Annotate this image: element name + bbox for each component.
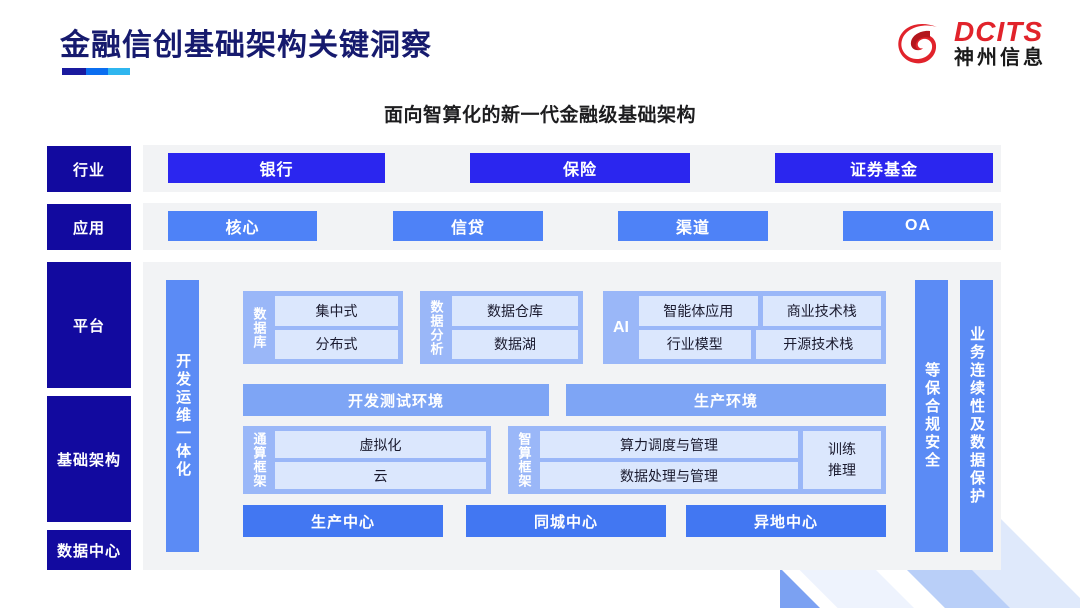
business-continuity-vertical-bar[interactable]: 业务连续性及数据保护 <box>960 280 993 552</box>
dcits-logo: DCITS 神州信息 <box>896 18 1046 68</box>
cell-industry-model[interactable]: 行业模型 <box>639 329 751 359</box>
application-chip-core[interactable]: 核心 <box>168 211 317 241</box>
cell-data-processing[interactable]: 数据处理与管理 <box>540 462 798 489</box>
application-chip-credit[interactable]: 信贷 <box>393 211 543 241</box>
group-general-compute-framework[interactable]: 通算框架 虚拟化 云 <box>243 426 491 494</box>
cell-centralized[interactable]: 集中式 <box>275 296 398 326</box>
cell-virtualization[interactable]: 虚拟化 <box>275 431 486 458</box>
devops-vertical-bar[interactable]: 开发运维一体化 <box>166 280 199 552</box>
inference-label: 推理 <box>828 462 856 478</box>
layer-label-datacenter: 数据中心 <box>47 530 131 570</box>
center-chip-remote[interactable]: 异地中心 <box>686 505 886 537</box>
center-chip-production[interactable]: 生产中心 <box>243 505 443 537</box>
industry-chip-securities-fund[interactable]: 证券基金 <box>775 153 993 183</box>
group-title-intelligent-compute: 智算框架 <box>516 432 532 488</box>
group-title-data-analytics: 数据分析 <box>428 299 444 356</box>
group-title-database: 数据库 <box>251 306 267 349</box>
page-header: 金融信创基础架构关键洞察 DCITS 神州信息 <box>0 0 1080 92</box>
group-data-analytics[interactable]: 数据分析 数据仓库 数据湖 <box>420 291 583 364</box>
rule-segment-3 <box>108 68 130 75</box>
environment-chip-production[interactable]: 生产环境 <box>566 384 886 416</box>
layer-label-industry: 行业 <box>47 146 131 192</box>
group-intelligent-compute-framework[interactable]: 智算框架 算力调度与管理 数据处理与管理 训练 推理 <box>508 426 886 494</box>
logo-text-en: DCITS <box>954 16 1043 47</box>
cell-cloud[interactable]: 云 <box>275 462 486 489</box>
logo-text-cn: 神州信息 <box>954 47 1046 69</box>
industry-chip-insurance[interactable]: 保险 <box>470 153 690 183</box>
rule-segment-1 <box>62 68 86 75</box>
rule-segment-2 <box>86 68 108 75</box>
group-title-general-compute: 通算框架 <box>251 432 267 488</box>
dcits-swirl-icon <box>896 18 946 68</box>
group-ai[interactable]: AI 智能体应用 商业技术栈 行业模型 开源技术栈 <box>603 291 886 364</box>
cell-open-source-stack[interactable]: 开源技术栈 <box>755 329 881 359</box>
layer-label-application: 应用 <box>47 204 131 250</box>
page-subtitle: 面向智算化的新一代金融级基础架构 <box>383 105 696 126</box>
application-chip-channel[interactable]: 渠道 <box>618 211 768 241</box>
page-title: 金融信创基础架构关键洞察 <box>60 29 432 62</box>
cell-compute-scheduling[interactable]: 算力调度与管理 <box>540 431 798 458</box>
cell-agent-application[interactable]: 智能体应用 <box>639 296 758 326</box>
industry-chip-bank[interactable]: 银行 <box>168 153 385 183</box>
environment-chip-dev-test[interactable]: 开发测试环境 <box>243 384 549 416</box>
cell-distributed[interactable]: 分布式 <box>275 329 398 359</box>
training-label: 训练 <box>828 441 856 457</box>
layer-label-platform: 平台 <box>47 262 131 388</box>
cell-commercial-stack[interactable]: 商业技术栈 <box>762 296 881 326</box>
cell-data-lake[interactable]: 数据湖 <box>452 329 578 359</box>
cell-training-inference[interactable]: 训练 推理 <box>803 431 881 489</box>
group-database[interactable]: 数据库 集中式 分布式 <box>243 291 403 364</box>
title-underline-rule <box>62 68 130 75</box>
group-title-ai: AI <box>613 318 629 336</box>
security-compliance-vertical-bar[interactable]: 等保合规安全 <box>915 280 948 552</box>
center-chip-metro[interactable]: 同城中心 <box>466 505 666 537</box>
cell-data-warehouse[interactable]: 数据仓库 <box>452 296 578 326</box>
layer-label-infrastructure: 基础架构 <box>47 396 131 522</box>
application-chip-oa[interactable]: OA <box>843 211 993 241</box>
